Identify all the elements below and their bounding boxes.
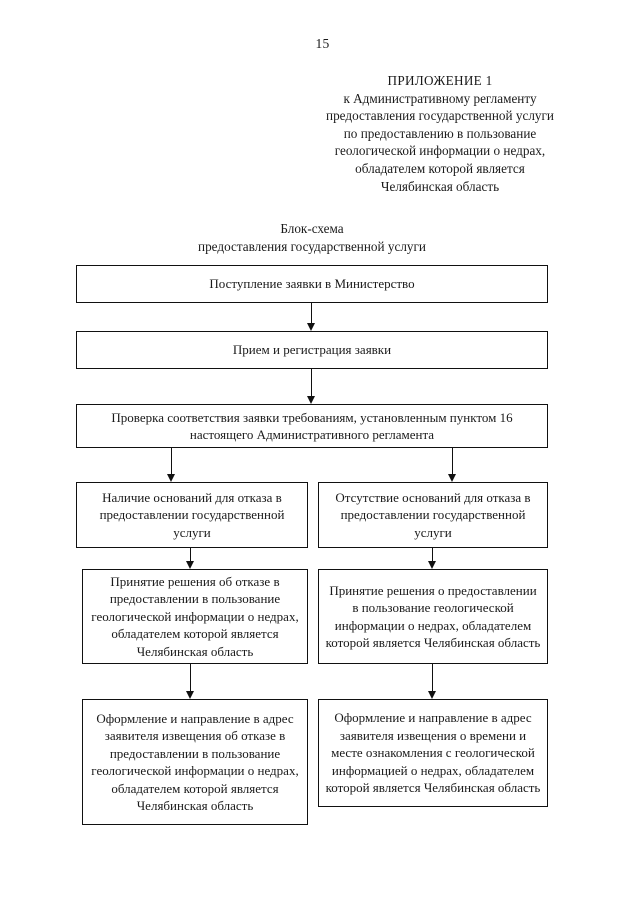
- arrowhead-intake-to-register: [306, 323, 315, 331]
- connector-register-to-check: [311, 369, 312, 396]
- flowchart-node-intake-label: Поступление заявки в Министерство: [209, 276, 415, 292]
- connector-decision-refuse-to-issue-refuse: [190, 664, 191, 691]
- flowchart-node-issue-refuse: Оформление и направление в адрес заявите…: [82, 699, 308, 825]
- flowchart-node-register: Прием и регистрация заявки: [76, 331, 548, 369]
- connector-decision-grant-to-issue-grant: [432, 664, 433, 691]
- flowchart-node-check-label: Проверка соответствия заявки требованиям…: [111, 409, 513, 443]
- page-number: 15: [315, 36, 330, 51]
- flowchart-node-decision-refuse-label: Принятие решения об отказе в предоставле…: [91, 573, 299, 659]
- arrowhead-grounds-yes-to-decision-refuse: [185, 561, 194, 569]
- flowchart-node-decision-grant-label: Принятие решения о предоставлении в поль…: [325, 582, 541, 651]
- connector-check-to-grounds-no: [452, 448, 453, 474]
- flowchart-caption: Блок-схема предоставления государственно…: [76, 220, 548, 256]
- flowchart-node-issue-grant: Оформление и направление в адрес заявите…: [318, 699, 548, 807]
- arrowhead-register-to-check: [306, 396, 315, 404]
- flowchart-node-decision-refuse: Принятие решения об отказе в предоставле…: [82, 569, 308, 664]
- flowchart-node-issue-refuse-label: Оформление и направление в адрес заявите…: [91, 710, 299, 814]
- connector-intake-to-register: [311, 303, 312, 323]
- connector-grounds-no-to-decision-grant: [432, 548, 433, 561]
- flowchart-node-check: Проверка соответствия заявки требованиям…: [76, 404, 548, 448]
- connector-grounds-yes-to-decision-refuse: [190, 548, 191, 561]
- appendix-header: ПРИЛОЖЕНИЕ 1 к Административному регламе…: [300, 72, 580, 195]
- flowchart-node-grounds-yes-label: Наличие оснований для отказа в предостав…: [99, 489, 285, 540]
- arrowhead-check-to-grounds-no: [447, 474, 456, 482]
- flowchart-caption-line-2: предоставления государственной услуги: [198, 239, 426, 254]
- appendix-header-line-7: Челябинская область: [380, 178, 500, 194]
- appendix-header-line-6: обладателем которой является: [355, 160, 525, 176]
- appendix-header-line-1: ПРИЛОЖЕНИЕ 1: [387, 73, 493, 88]
- appendix-header-line-2: к Административному регламенту: [343, 90, 537, 106]
- flowchart-node-grounds-no-label: Отсутствие оснований для отказа в предос…: [335, 489, 531, 540]
- flowchart-node-intake: Поступление заявки в Министерство: [76, 265, 548, 303]
- appendix-header-line-4: по предоставлению в пользование: [343, 125, 537, 141]
- flowchart-node-grounds-no: Отсутствие оснований для отказа в предос…: [318, 482, 548, 548]
- arrowhead-grounds-no-to-decision-grant: [427, 561, 436, 569]
- flowchart-node-decision-grant: Принятие решения о предоставлении в поль…: [318, 569, 548, 664]
- arrowhead-decision-grant-to-issue-grant: [427, 691, 436, 699]
- appendix-header-line-3: предоставления государственной услуги: [326, 108, 554, 124]
- flowchart-node-issue-grant-label: Оформление и направление в адрес заявите…: [325, 710, 541, 796]
- flowchart-node-register-label: Прием и регистрация заявки: [232, 342, 392, 358]
- connector-check-to-grounds-yes: [171, 448, 172, 474]
- arrowhead-decision-refuse-to-issue-refuse: [185, 691, 194, 699]
- arrowhead-check-to-grounds-yes: [166, 474, 175, 482]
- flowchart-caption-line-1: Блок-схема: [280, 221, 344, 236]
- appendix-header-line-5: геологической информации о недрах,: [334, 143, 546, 159]
- flowchart-node-grounds-yes: Наличие оснований для отказа в предостав…: [76, 482, 308, 548]
